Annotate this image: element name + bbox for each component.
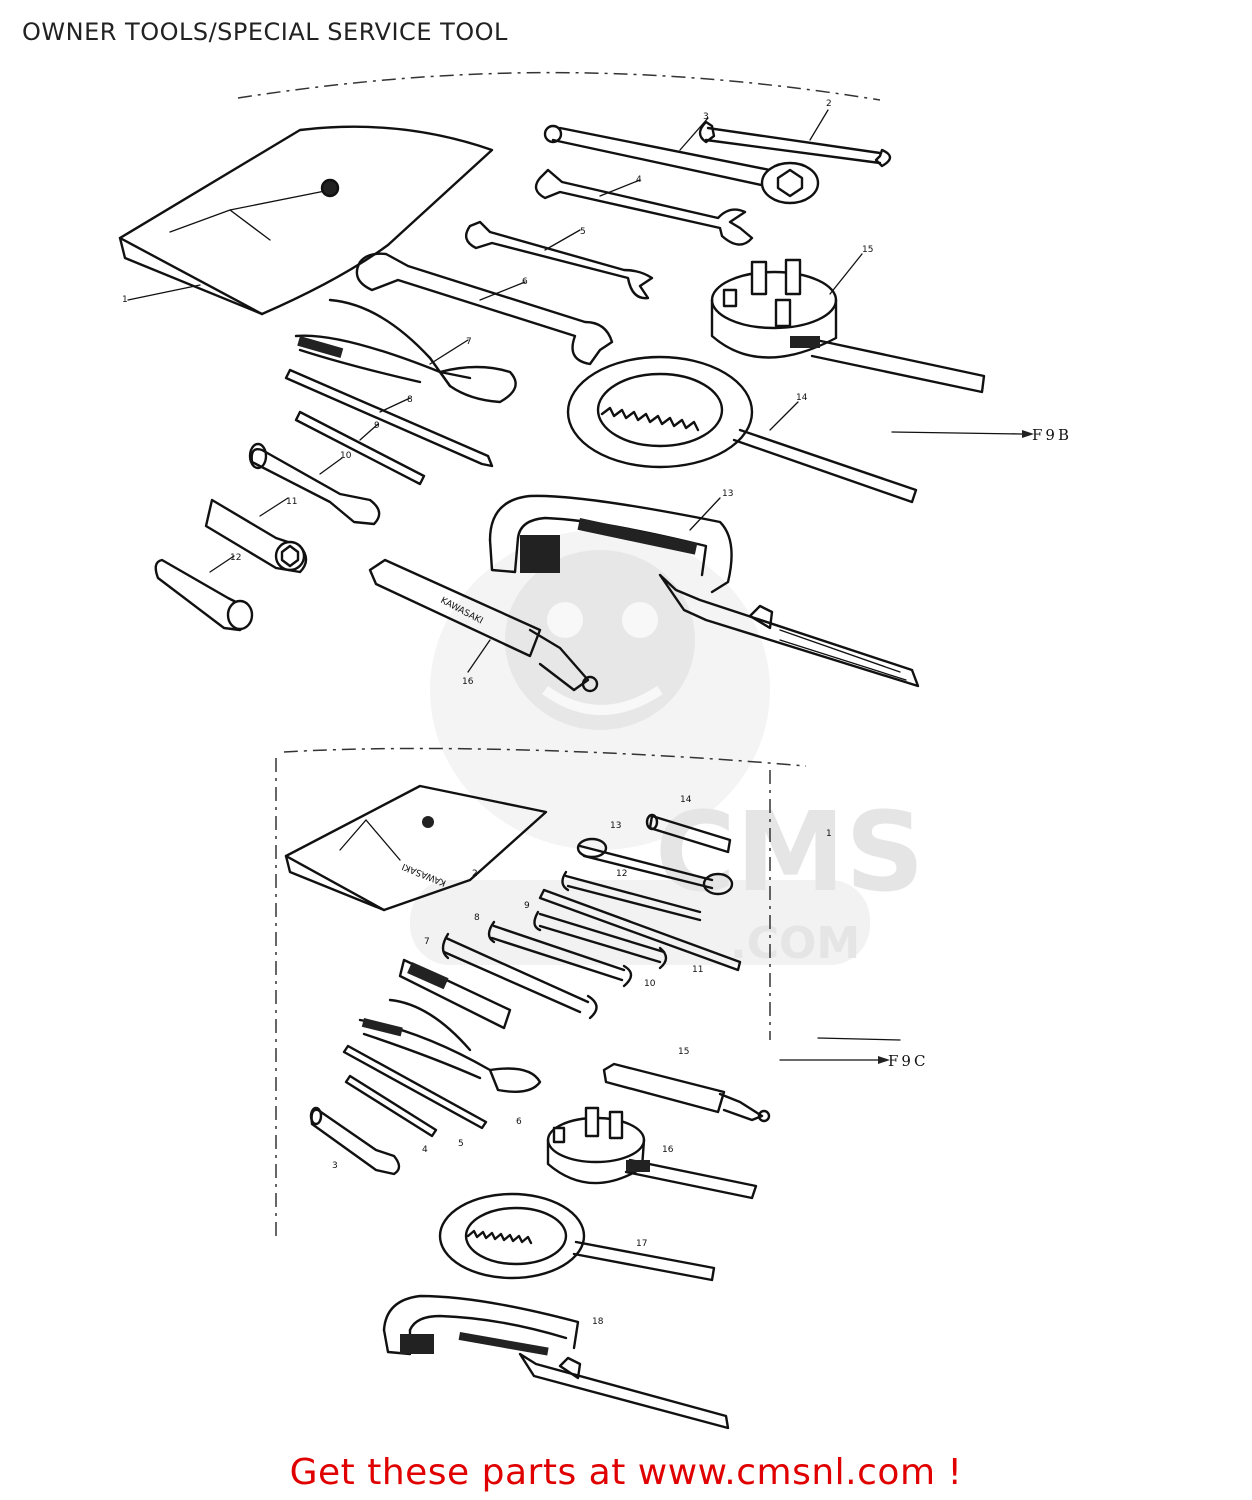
diagram-top: KAWASAKI F9B 1 2 3 4 5 6 7 8 9 10 11 12 …	[118, 71, 1072, 693]
wrench-open-4	[534, 168, 754, 246]
callout-top-8: 8	[407, 395, 413, 405]
callout-top-13: 13	[722, 489, 733, 499]
screwdriver-bottom-5	[342, 1044, 488, 1130]
callout-top-1: 1	[122, 295, 128, 305]
top-frame-line	[237, 71, 881, 101]
screwdriver-bottom-4	[344, 1074, 438, 1138]
callout-top-10: 10	[340, 451, 352, 461]
svg-text:KAWASAKI: KAWASAKI	[401, 861, 448, 888]
parts-diagram: CMS .COM	[118, 71, 1072, 1430]
callout-bottom-18: 18	[592, 1317, 604, 1327]
socket-bottom	[398, 958, 512, 1030]
wrench-bottom-10	[533, 910, 668, 970]
callout-bottom-14: 14	[680, 795, 692, 805]
flywheel-puller-bottom	[546, 1106, 758, 1200]
callout-bottom-8: 8	[474, 913, 480, 923]
callout-top-15: 15	[862, 245, 873, 255]
grease-tube-bottom	[602, 1062, 771, 1123]
wrench-box-end	[543, 117, 820, 205]
callout-bottom-4: 4	[422, 1145, 428, 1155]
callout-top-3: 3	[703, 112, 709, 122]
plug-socket	[204, 497, 308, 574]
callout-bottom-6: 6	[516, 1117, 522, 1127]
callout-bottom-15: 15	[678, 1047, 689, 1057]
spring-compressor-bottom	[382, 1294, 730, 1430]
callout-top-12: 12	[230, 553, 241, 563]
tool-pouch	[118, 125, 494, 316]
rod-bottom-14	[645, 813, 732, 854]
callout-bottom-5: 5	[458, 1139, 464, 1149]
wrench-bottom-9	[487, 920, 633, 988]
screwdriver-8	[284, 368, 494, 468]
callout-bottom-10: 10	[644, 979, 656, 989]
screwdriver-handle-bottom	[309, 1106, 401, 1176]
callout-bottom-1: 1	[826, 829, 832, 839]
bottom-frame-line	[283, 747, 807, 767]
callout-top-2: 2	[826, 99, 832, 109]
pliers-bottom	[358, 998, 542, 1093]
clutch-holder-bottom	[438, 1192, 716, 1282]
callout-bottom-3: 3	[332, 1161, 338, 1171]
callout-bottom-13: 13	[610, 821, 621, 831]
wrench-open-5	[464, 220, 654, 300]
callout-bottom-16: 16	[662, 1145, 674, 1155]
callout-top-16: 16	[462, 677, 474, 687]
callout-bottom-7: 7	[424, 937, 430, 947]
callout-top-14: 14	[796, 393, 808, 403]
socket-small	[154, 555, 254, 632]
footer-link[interactable]: Get these parts at www.cmsnl.com !	[289, 1452, 963, 1493]
wrench-small	[698, 109, 892, 168]
reference-arrow-f9b: F9B	[891, 426, 1072, 444]
reference-label-f9b: F9B	[1032, 426, 1072, 444]
callout-bottom-2: 2	[472, 869, 478, 879]
wrench-open-6	[355, 252, 614, 366]
wrench-bottom-12	[561, 870, 702, 922]
flywheel-puller	[710, 253, 986, 394]
reference-label-f9c: F9C	[888, 1052, 928, 1070]
screwdriver-handle	[248, 442, 381, 526]
watermark-logo-text: CMS	[655, 788, 924, 916]
reference-arrow-f9c: F9C	[779, 1037, 928, 1070]
callout-bottom-17: 17	[636, 1239, 647, 1249]
callout-top-6: 6	[522, 277, 528, 287]
diagram-bottom: KAWASAKI	[275, 747, 928, 1430]
cms-watermark: CMS .COM	[410, 530, 924, 969]
callout-top-7: 7	[466, 337, 472, 347]
wrench-bottom-7	[441, 932, 598, 1020]
spring-compressor	[488, 494, 920, 688]
rod-bottom-long	[538, 888, 742, 972]
pliers	[294, 298, 517, 404]
wrench-bottom-13	[576, 837, 734, 896]
callout-bottom-9: 9	[524, 901, 530, 911]
callout-top-5: 5	[580, 227, 586, 237]
callout-top-4: 4	[636, 175, 642, 185]
page-title: OWNER TOOLS/SPECIAL SERVICE TOOL	[22, 18, 508, 46]
watermark-domain-text: .COM	[730, 918, 860, 969]
clutch-holder	[566, 355, 918, 504]
callout-top-11: 11	[286, 497, 297, 507]
callout-bottom-12: 12	[616, 869, 627, 879]
callout-top-9: 9	[374, 421, 380, 431]
screwdriver-9	[294, 410, 426, 486]
callout-bottom-11: 11	[692, 965, 703, 975]
